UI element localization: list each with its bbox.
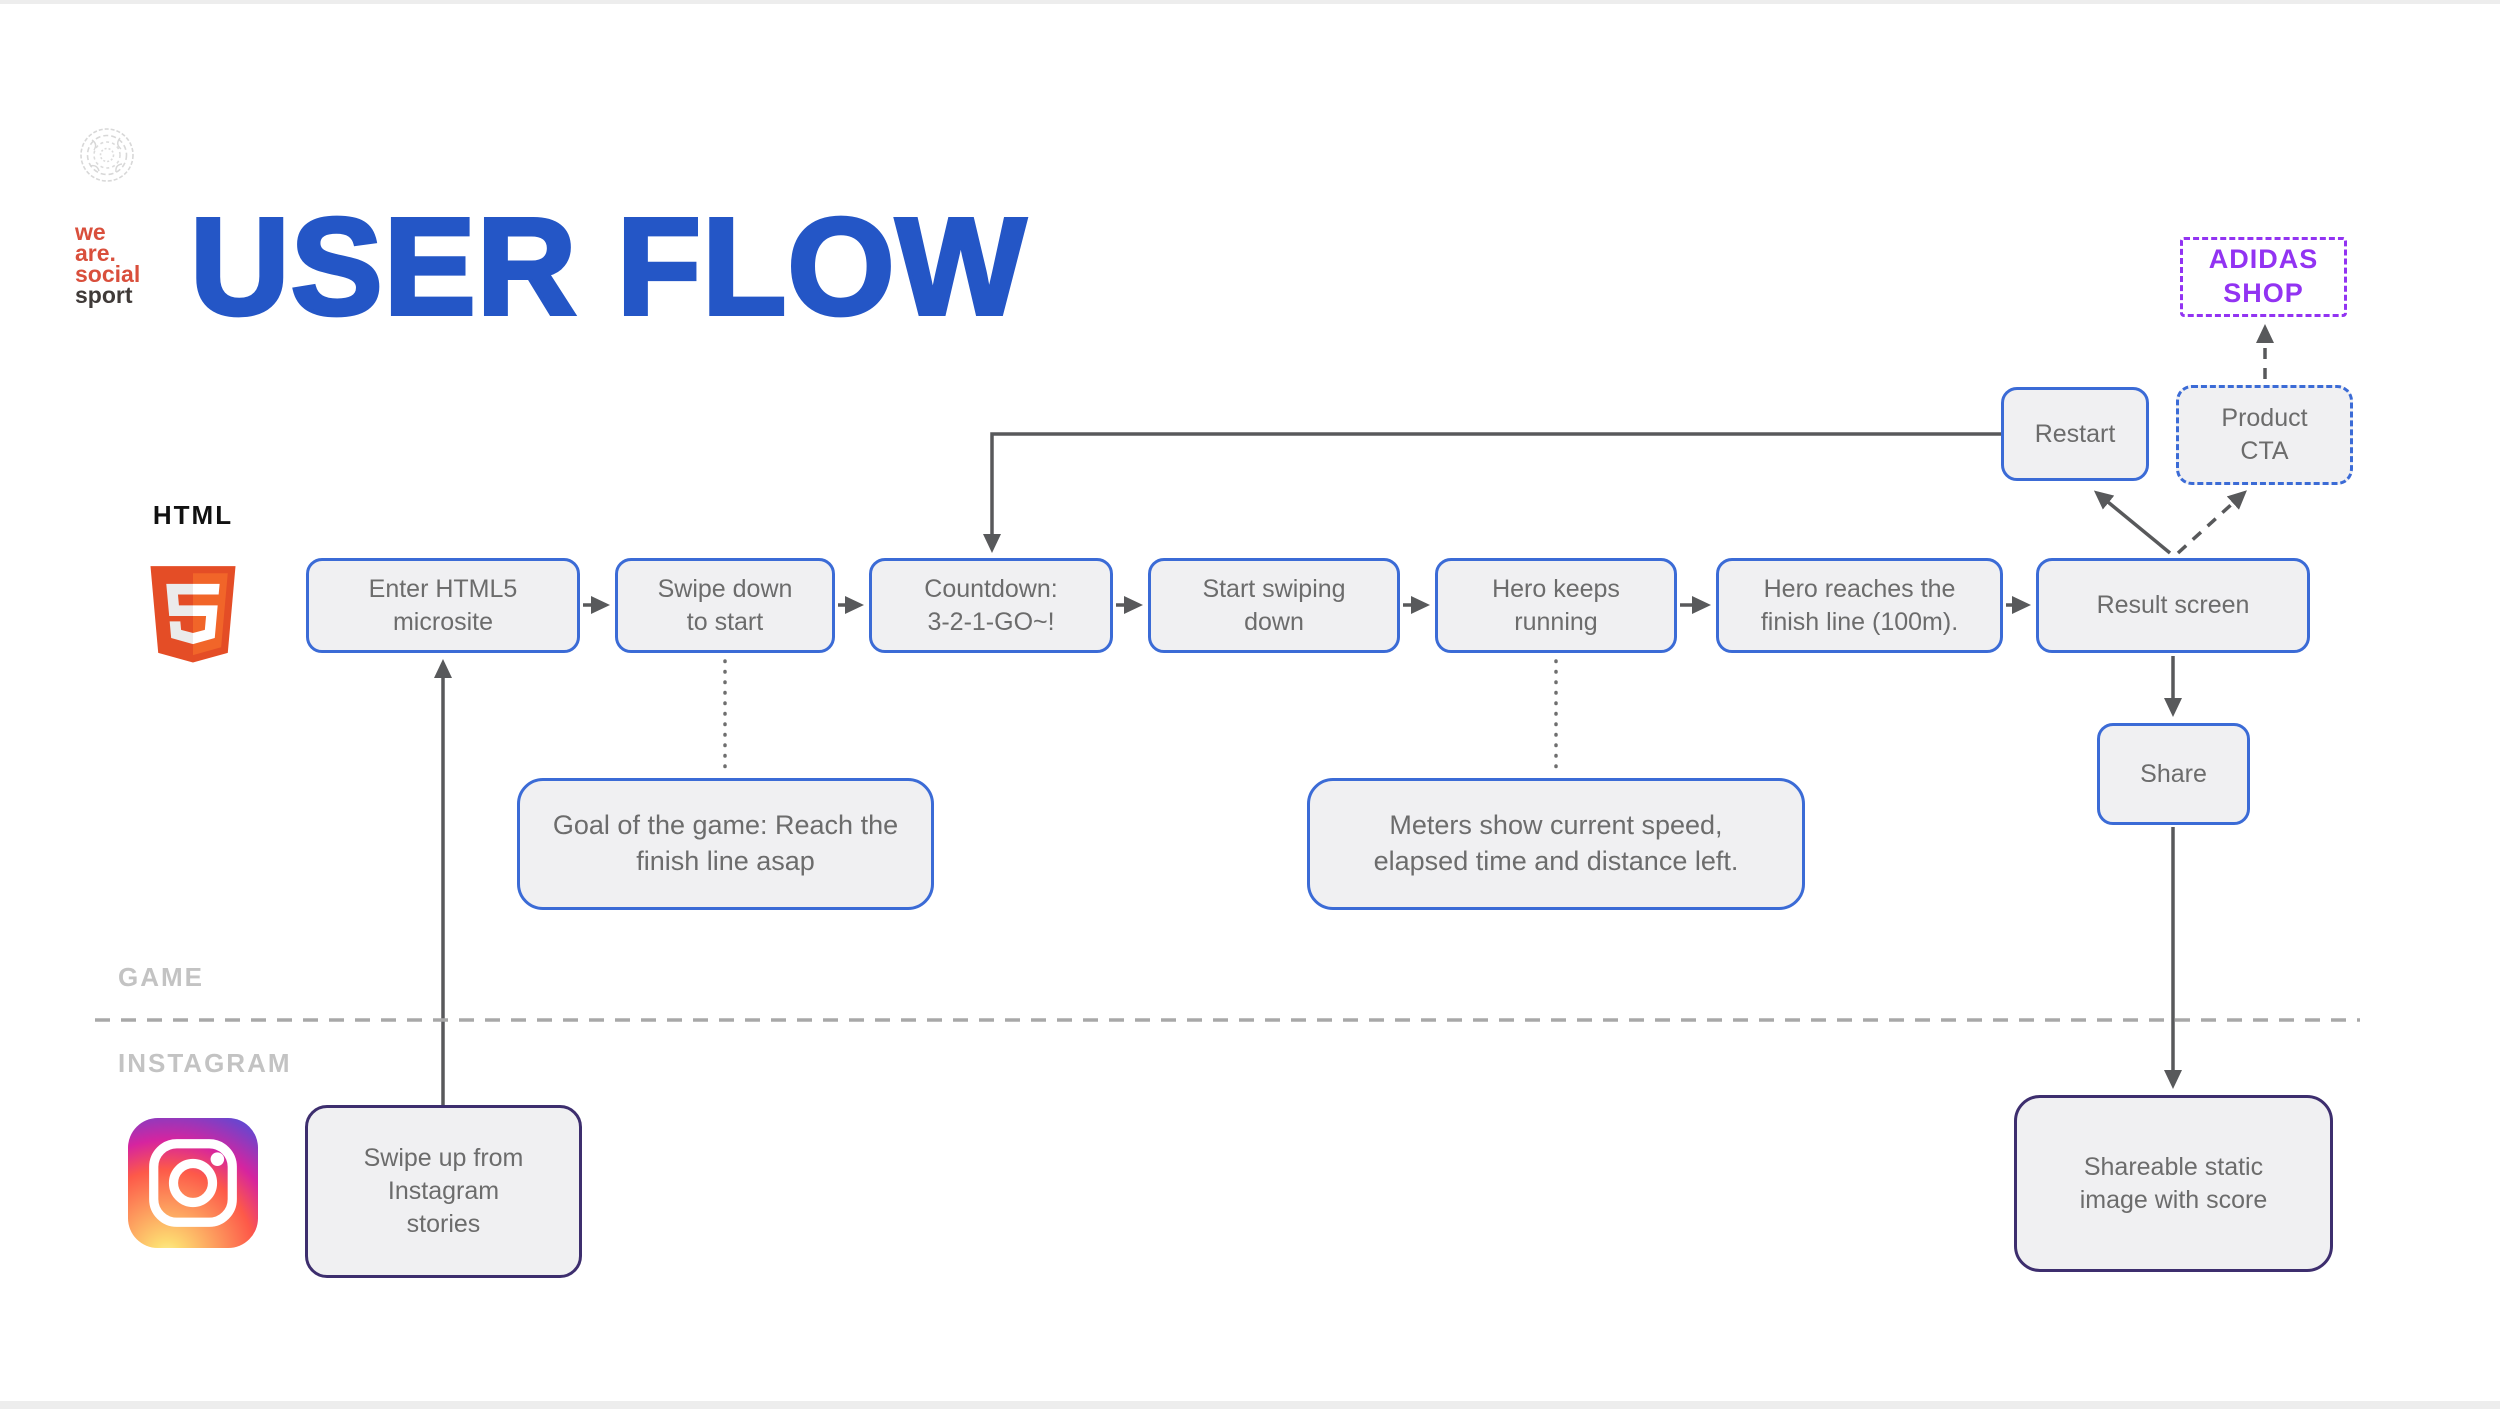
wearesocial-sport-logo: we are. social sport xyxy=(75,219,141,308)
flow-node-enter-microsite: Enter HTML5 microsite xyxy=(306,558,580,653)
flow-node-hero-running: Hero keeps running xyxy=(1435,558,1677,653)
note-meters: Meters show current speed, elapsed time … xyxy=(1307,778,1805,910)
flow-node-hero-finish: Hero reaches the finish line (100m). xyxy=(1716,558,2003,653)
brand-line-are: are. xyxy=(75,240,116,266)
flow-node-swipe-down: Swipe down to start xyxy=(615,558,835,653)
flow-node-result-screen: Result screen xyxy=(2036,558,2310,653)
flow-node-swipe-up: Swipe up from Instagram stories xyxy=(305,1105,582,1278)
flow-node-product-cta: Product CTA xyxy=(2176,385,2353,485)
flow-node-countdown: Countdown: 3-2-1-GO~! xyxy=(869,558,1113,653)
brand-line-social: social xyxy=(75,261,141,287)
flow-node-adidas-shop: ADIDAS SHOP xyxy=(2180,237,2347,317)
brand-line-sport: sport xyxy=(75,282,133,308)
html5-logo: HTML xyxy=(130,500,256,675)
flow-node-start-swiping: Start swiping down xyxy=(1148,558,1400,653)
lane-label-game: GAME xyxy=(118,962,204,992)
flow-node-restart: Restart xyxy=(2001,387,2149,481)
note-goal-of-game: Goal of the game: Reach the finish line … xyxy=(517,778,934,910)
instagram-icon xyxy=(128,1118,258,1248)
canvas-bottom-edge xyxy=(0,1401,2500,1409)
canvas-top-edge xyxy=(0,0,2500,4)
page-title: USER FLOW xyxy=(188,188,1028,346)
html5-shield-icon xyxy=(150,566,236,663)
lane-label-instagram: INSTAGRAM xyxy=(118,1048,292,1078)
flow-node-share: Share xyxy=(2097,723,2250,825)
arrow-result-to-productcta xyxy=(2176,490,2247,555)
arrow-restart-to-countdown xyxy=(983,432,2001,553)
html5-logo-word: HTML xyxy=(152,500,234,530)
brand-line-we: we xyxy=(75,219,106,245)
arrow-result-to-restart xyxy=(2093,490,2172,555)
flow-node-shareable-image: Shareable static image with score xyxy=(2014,1095,2333,1272)
wearesocial-doodle-icon xyxy=(80,128,134,182)
